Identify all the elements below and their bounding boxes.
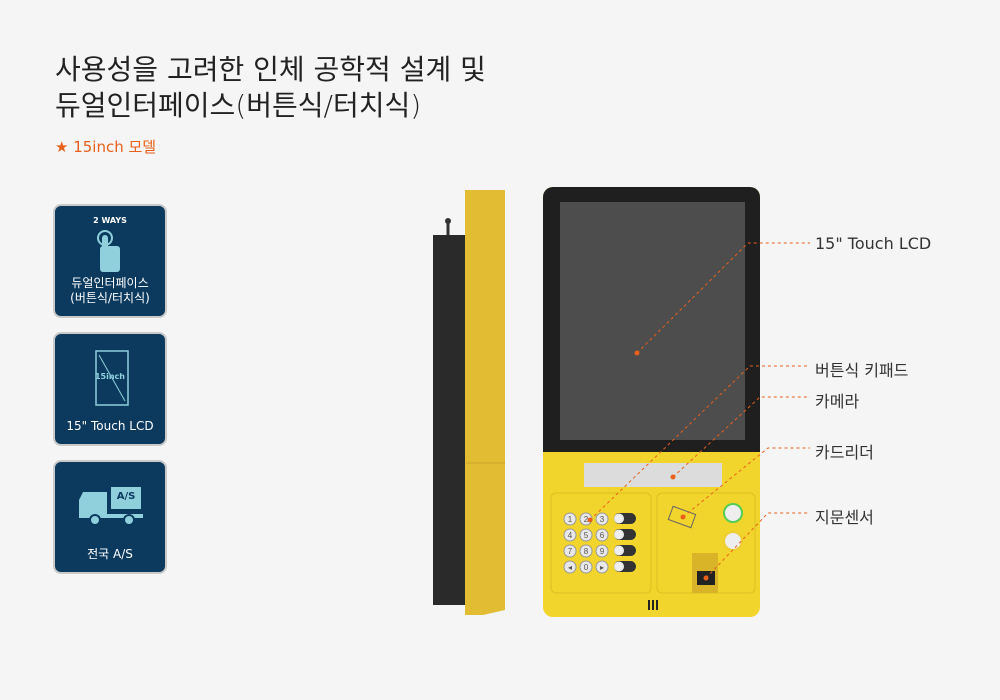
keypad-key — [579, 544, 593, 558]
keypad-key — [595, 560, 609, 574]
callout-camera: 카메라 — [815, 392, 860, 411]
feature-card-as: A/S 전국 A/S — [53, 460, 167, 574]
feature-card-lcd: 15inch 15" Touch LCD — [53, 332, 167, 446]
as-badge: A/S — [116, 491, 136, 502]
screen-size-icon — [95, 350, 129, 406]
camera-strip — [584, 463, 722, 487]
keypad-key — [563, 544, 577, 558]
keypad-key-label: 5 — [584, 531, 589, 540]
keypad-key-label: ▸ — [600, 563, 604, 572]
inch-text: 15inch — [94, 372, 125, 381]
feature-card-dual-interface: 2 WAYS 듀얼인터페이스(버튼식/터치식) — [53, 204, 167, 318]
keypad-key-label: 6 — [600, 531, 605, 540]
keypad-key-label: 8 — [584, 547, 589, 556]
callout-keypad: 버튼식 키패드 — [815, 361, 909, 380]
keypad-key — [595, 512, 609, 526]
callout-card-reader: 카드리더 — [815, 443, 874, 462]
card-label: 듀얼인터페이스 — [71, 276, 149, 290]
card-label: 전국 A/S — [87, 547, 133, 561]
callout-lcd: 15" Touch LCD — [815, 234, 932, 253]
keypad-key-label: 3 — [600, 515, 605, 524]
keypad-key-label: 4 — [568, 531, 573, 540]
keypad-key — [595, 528, 609, 542]
kiosk-side-view — [433, 190, 505, 615]
keypad-key — [595, 544, 609, 558]
card-label: (버튼식/터치식) — [70, 291, 150, 305]
title-line-1: 사용성을 고려한 인체 공학적 설계 및 — [55, 53, 486, 86]
keypad-key — [579, 560, 593, 574]
truck-icon — [79, 487, 143, 526]
keypad-key-label: 2 — [584, 515, 589, 524]
kiosk-front-view: 1 2 3 4 5 6 7 8 9 ◂ 0 ▸ — [543, 187, 760, 617]
keypad-key-label: 1 — [568, 515, 573, 524]
keypad-key-label: 7 — [568, 547, 573, 556]
model-label: ★ 15inch 모델 — [55, 138, 157, 156]
two-ways-text: 2 WAYS — [93, 216, 127, 225]
card-label: 15" Touch LCD — [66, 419, 154, 433]
touch-hand-icon — [97, 230, 120, 272]
callout-fingerprint: 지문센서 — [815, 508, 874, 527]
keypad-key-label: 0 — [584, 563, 589, 572]
keypad-key-label: ◂ — [568, 563, 572, 572]
lcd-screen — [560, 202, 745, 440]
keypad-key — [563, 528, 577, 542]
callout-lines — [589, 242, 810, 579]
title-line-2: 듀얼인터페이스(버튼식/터치식) — [55, 89, 422, 122]
keypad-key — [579, 528, 593, 542]
keypad-key-label: 9 — [600, 547, 605, 556]
keypad: 1 2 3 4 5 6 7 8 9 ◂ 0 ▸ — [563, 512, 636, 574]
keypad-key — [563, 512, 577, 526]
keypad-key — [563, 560, 577, 574]
